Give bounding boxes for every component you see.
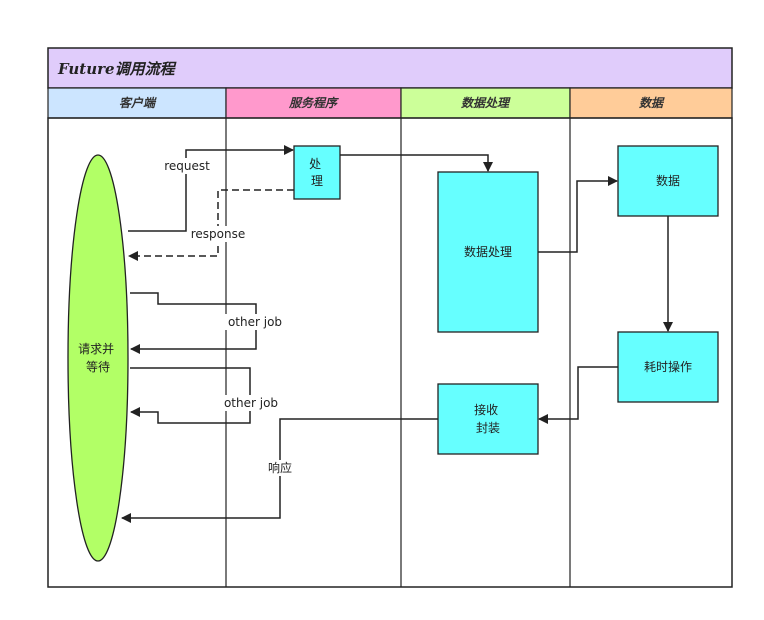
slow-operation-label: 耗时操作 [644,359,692,374]
client-node-label: 请求并 等待 [78,342,118,374]
service-process-label: 处 理 [309,157,325,188]
client-node [67,154,129,562]
data-processing-label: 数据处理 [464,244,512,259]
edge-service-to-processing [340,154,493,172]
data-node [617,145,719,217]
receive-wrap-label: 接收 封装 [474,402,502,435]
data-processing-node [437,171,539,333]
service-process-node [293,145,341,200]
title-bar [47,47,733,89]
lane-label-service: 服务程序 [288,96,339,110]
edge-label-response: response [191,227,246,241]
lane-label-processing: 数据处理 [461,96,511,110]
receive-wrap-node [437,383,539,455]
slow-operation-node [617,331,719,403]
edge-request [128,145,294,232]
lane-label-data: 数据 [639,96,665,110]
data-node-label: 数据 [656,173,680,188]
edge-label-other-job-2: other job [224,396,278,410]
lane-body-frame [47,117,733,588]
edge-slow-op-to-receive [538,366,618,424]
lane-label-client: 客户端 [119,96,157,110]
edge-label-request: request [164,159,210,173]
lane-header-client [47,87,227,119]
edge-processing-to-data [538,176,618,253]
edge-other-job-1 [130,292,257,354]
edge-label-other-job-1: other job [228,315,282,329]
diagram-title: Future调用流程 [57,60,177,78]
edge-response [128,189,294,261]
edge-other-job-2 [130,367,251,424]
edge-label-reply: 响应 [268,460,292,475]
